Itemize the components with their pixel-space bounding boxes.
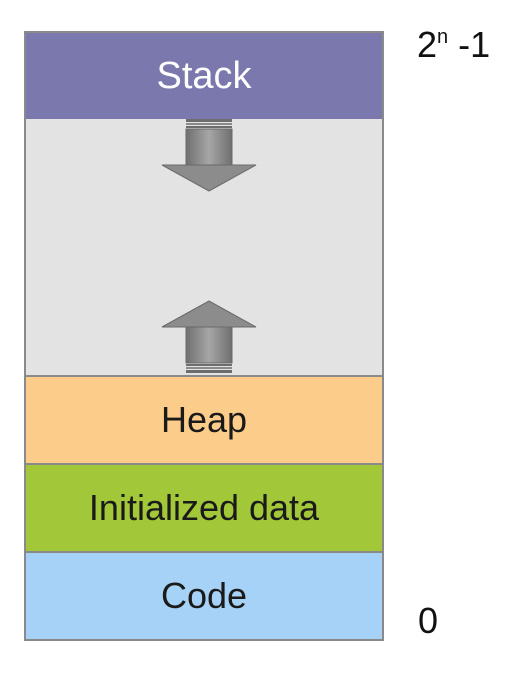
- heap-growth-arrow: [161, 300, 257, 373]
- top-address-label: 2n -1: [417, 24, 490, 66]
- stack-segment: Stack: [24, 31, 384, 121]
- code-segment: Code: [24, 553, 384, 641]
- top-address-suffix: -1: [448, 24, 491, 65]
- stack-label: Stack: [156, 54, 252, 97]
- free-space-segment: [24, 119, 384, 377]
- heap-label: Heap: [160, 399, 248, 440]
- code-label: Code: [160, 575, 248, 616]
- bottom-address-label: 0: [418, 600, 439, 641]
- stack-growth-arrow: [161, 119, 257, 192]
- heap-segment: Heap: [24, 377, 384, 465]
- initialized-data-label: Initialized data: [88, 487, 320, 528]
- top-address-exponent: n: [437, 26, 449, 48]
- top-address-base: 2: [417, 24, 438, 65]
- initialized-data-segment: Initialized data: [24, 465, 384, 553]
- memory-layout-diagram: Stack: [24, 31, 384, 644]
